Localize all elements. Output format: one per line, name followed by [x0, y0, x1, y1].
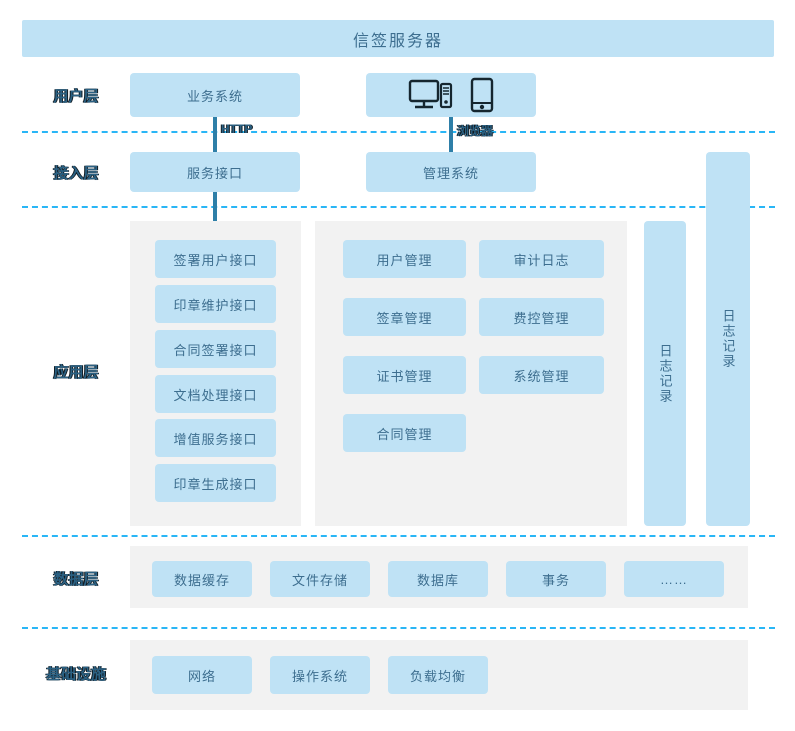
log-record-column-inner[interactable]: 日志记录	[644, 221, 686, 526]
data-layer-box-database[interactable]: 数据库	[388, 561, 488, 597]
app-interface-box-5[interactable]: 印章生成接口	[155, 464, 276, 502]
infra-layer-box-os[interactable]: 操作系统	[270, 656, 370, 694]
app-module-box-seal-management[interactable]: 签章管理	[343, 298, 466, 336]
service-interface-box[interactable]: 服务接口	[130, 152, 300, 192]
layer-label-user: 用户层	[53, 87, 99, 105]
data-layer-box-file-storage[interactable]: 文件存储	[270, 561, 370, 597]
layer-label-infra: 基础设施	[45, 665, 106, 683]
infra-layer-box-load-balancer[interactable]: 负载均衡	[388, 656, 488, 694]
desktop-computer-icon	[408, 78, 454, 112]
management-system-box[interactable]: 管理系统	[366, 152, 536, 192]
data-layer-box-transaction[interactable]: 事务	[506, 561, 606, 597]
layer-label-app: 应用层	[53, 363, 99, 381]
app-module-box-certificate-management[interactable]: 证书管理	[343, 356, 466, 394]
app-module-box-cost-control[interactable]: 费控管理	[479, 298, 604, 336]
business-system-box[interactable]: 业务系统	[130, 73, 300, 117]
app-interface-box-2[interactable]: 合同签署接口	[155, 330, 276, 368]
mobile-phone-icon	[470, 77, 494, 113]
divider-access-app	[22, 206, 775, 208]
app-module-box-audit-log[interactable]: 审计日志	[479, 240, 604, 278]
app-interface-box-1[interactable]: 印章维护接口	[155, 285, 276, 323]
client-devices-box[interactable]	[366, 73, 536, 117]
arrow-label-http: HTTP	[221, 122, 253, 136]
infra-layer-box-network[interactable]: 网络	[152, 656, 252, 694]
divider-app-data	[22, 535, 775, 537]
divider-user-access	[22, 131, 775, 133]
app-module-box-system-management[interactable]: 系统管理	[479, 356, 604, 394]
app-interface-box-0[interactable]: 签署用户接口	[155, 240, 276, 278]
app-interface-box-4[interactable]: 增值服务接口	[155, 419, 276, 457]
layer-label-access: 接入层	[53, 164, 99, 182]
page-title: 信签服务器	[22, 20, 774, 57]
log-record-column-outer[interactable]: 日志记录	[706, 152, 750, 526]
layer-label-data: 数据层	[53, 570, 99, 588]
data-layer-box-cache[interactable]: 数据缓存	[152, 561, 252, 597]
app-interface-box-3[interactable]: 文档处理接口	[155, 375, 276, 413]
app-module-box-contract-management[interactable]: 合同管理	[343, 414, 466, 452]
divider-data-infra	[22, 627, 775, 629]
data-layer-box-more[interactable]: ……	[624, 561, 724, 597]
arrow-label-browser: 浏览器	[457, 124, 494, 138]
app-module-box-user-management[interactable]: 用户管理	[343, 240, 466, 278]
